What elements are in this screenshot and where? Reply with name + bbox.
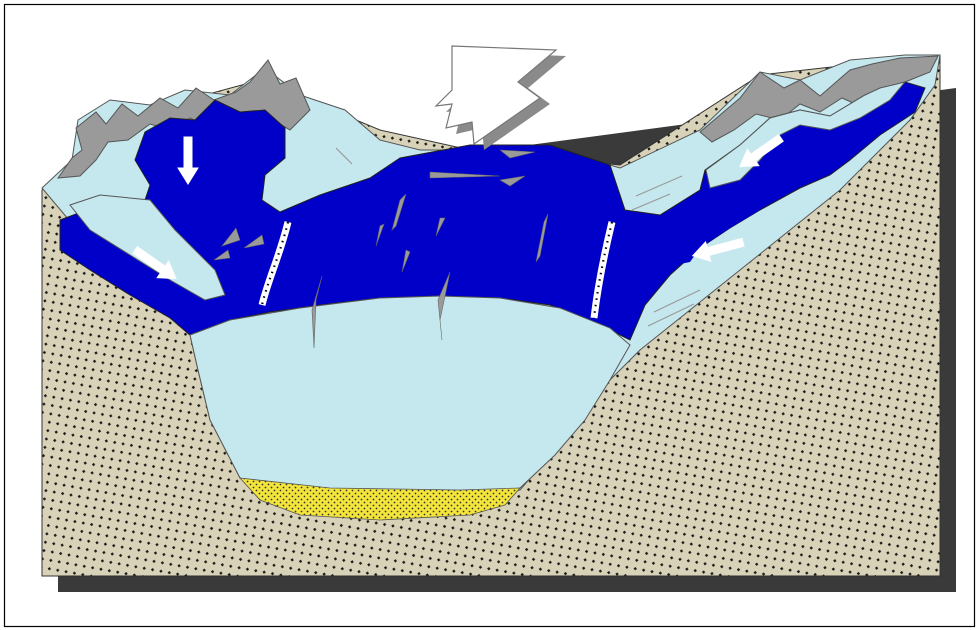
figure-frame: [0, 0, 979, 630]
glacier-diagram: [0, 0, 979, 630]
